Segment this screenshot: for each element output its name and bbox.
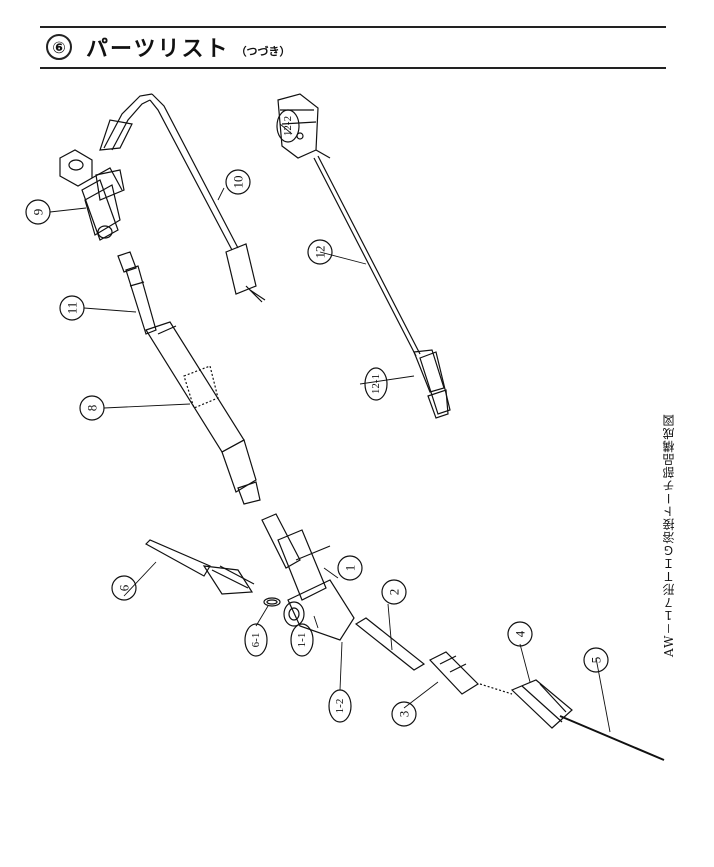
callout-circles [25,109,609,727]
callout-4: 4 [513,630,528,637]
callout-8: 8 [85,405,100,412]
callout-9: 9 [31,209,46,216]
callout-6-1: 6-1 [250,633,262,648]
part-8-drawing [145,321,261,505]
part-4-drawing [510,679,573,729]
callout-3: 3 [397,711,412,718]
callout-12-1: 12-1 [370,374,382,394]
callout-10: 10 [231,176,246,189]
part-3-drawing [429,651,479,695]
callout-6: 6 [117,584,132,591]
callout-1-1: 1-1 [296,633,308,648]
part-5-drawing [479,683,665,761]
part-6-drawing [145,539,255,595]
callout-2: 2 [387,589,402,596]
header-top-rule [40,26,666,28]
part-11-drawing [117,251,157,335]
figure-caption: AW－１７形ＴＩＧ溶接トーチ部品構成図 [662,413,676,657]
header-bottom-rule [40,67,666,69]
part-2-drawing [354,617,426,671]
callout-5: 5 [589,657,604,664]
callout-12: 12 [313,246,328,259]
section-number: ⑥ [46,34,72,60]
callout-11: 11 [65,302,80,315]
part-9-drawing [59,149,125,241]
part-6-1-drawing [263,597,281,607]
leader-lines [49,123,611,733]
section-title: パーツリスト [86,37,230,62]
callout-1: 1 [343,565,358,572]
callout-12-2: 12-2 [282,116,294,136]
part-1-drawing [261,513,355,641]
section-header: ⑥ パーツリスト （つづき） [46,31,291,63]
part-12-drawing [313,155,421,357]
part-10-drawing [99,93,266,303]
part-12-1-drawing [413,349,451,419]
callout-1-2: 1-2 [334,699,346,714]
section-subtitle: （つづき） [235,45,291,58]
